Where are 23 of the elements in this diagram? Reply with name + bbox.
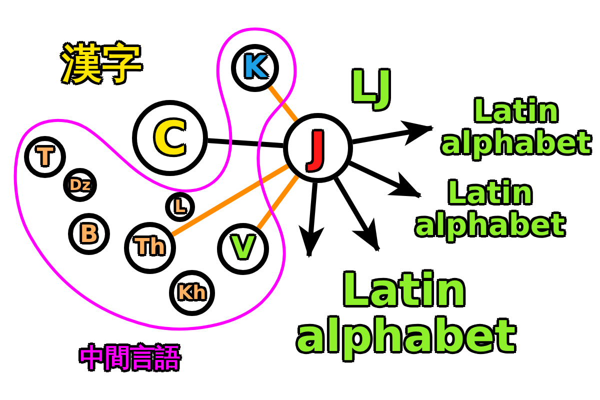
- arrow: [352, 120, 434, 146]
- letter-circle: B: [68, 213, 110, 255]
- connector-line: [268, 85, 298, 122]
- letter-circle: T: [24, 136, 66, 178]
- kanji-label: 漢字: [62, 42, 142, 86]
- letter-circle: L: [165, 192, 195, 222]
- arrow: [298, 182, 324, 258]
- letter-circle: J: [283, 113, 353, 183]
- connector-line: [208, 138, 284, 148]
- script-title: LJ: [350, 64, 392, 110]
- letter-circle: C: [132, 100, 208, 176]
- connector-line: [171, 164, 290, 237]
- letter-circle: K: [231, 44, 279, 92]
- script-label: Latin alphabet: [404, 178, 576, 242]
- connector-line: [256, 174, 300, 230]
- arrow: [334, 176, 380, 252]
- letter-circle: Th: [124, 222, 176, 274]
- letter-circle: Dz: [63, 168, 97, 202]
- letter-circle: V: [217, 223, 269, 275]
- letter-circle: Kh: [169, 270, 215, 316]
- arrow: [348, 160, 422, 198]
- script-label: Latin alphabet: [428, 96, 600, 160]
- group-label: 中間言語: [80, 344, 180, 372]
